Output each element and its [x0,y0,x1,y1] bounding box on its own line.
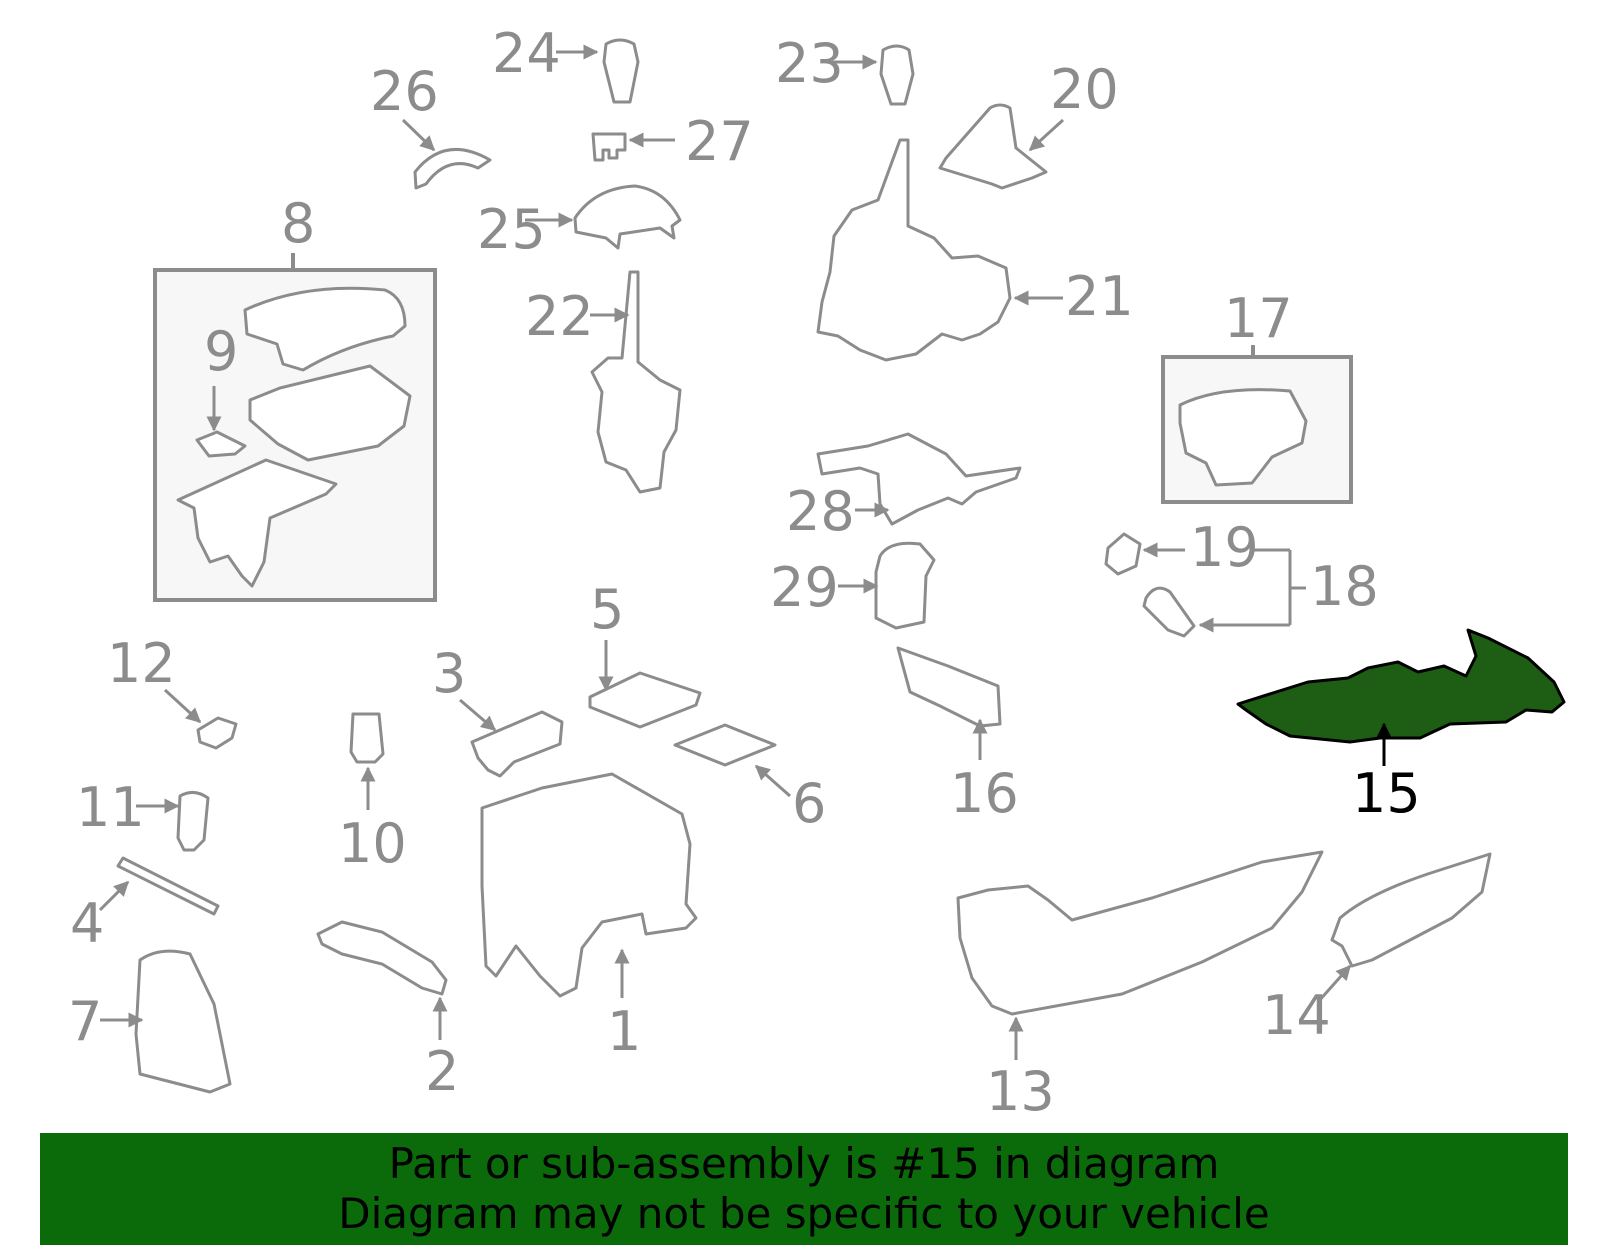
part-8-tray [248,364,412,462]
part-12-clip[interactable] [196,716,238,750]
callout-13: 13 [986,1060,1055,1123]
part-26-cover[interactable] [413,147,492,190]
part-16-panel[interactable] [896,646,1002,728]
part-8-base [176,458,338,588]
callout-5: 5 [590,578,624,641]
callout-18: 18 [1310,555,1379,618]
callout-6: 6 [792,772,826,835]
callout-24: 24 [492,22,561,85]
part-18-socket[interactable] [1142,586,1196,638]
part-17-cup-holder[interactable] [1178,388,1308,487]
callout-21: 21 [1065,265,1134,328]
part-24-shift-knob[interactable] [602,38,640,104]
part-15-console-tray[interactable] [1236,628,1566,744]
part-2-bracket[interactable] [316,920,448,996]
callout-10: 10 [338,812,407,875]
banner-line-1: Part or sub-assembly is #15 in diagram [388,1139,1220,1188]
callout-27: 27 [685,110,754,173]
callout-14: 14 [1262,984,1331,1047]
info-banner: Part or sub-assembly is #15 in diagram D… [40,1133,1568,1245]
callout-16: 16 [950,762,1019,825]
part-28-bracket[interactable] [816,432,1022,526]
part-27-clip[interactable] [591,132,627,162]
part-29-cover[interactable] [874,541,936,630]
callout-19: 19 [1190,516,1259,579]
part-5-frame[interactable] [588,671,702,729]
callout-26: 26 [370,60,439,123]
part-3-bracket[interactable] [470,710,564,778]
callout-20: 20 [1050,58,1119,121]
callout-29: 29 [770,556,839,619]
part-22-shifter-assembly[interactable] [590,270,682,494]
part-4-rod[interactable] [116,856,220,916]
callout-1: 1 [607,1000,641,1063]
callout-17: 17 [1224,287,1293,350]
callout-25: 25 [477,198,546,261]
callout-23: 23 [775,32,844,95]
part-14-side-panel[interactable] [1330,852,1492,968]
part-6-mat[interactable] [673,723,777,767]
callout-4: 4 [70,892,104,955]
banner-line-2: Diagram may not be specific to your vehi… [338,1189,1270,1238]
callout-11: 11 [76,776,145,839]
callout-28: 28 [786,480,855,543]
callout-8: 8 [281,192,315,255]
part-10-switch[interactable] [349,712,385,764]
part-8-armrest-lid [243,286,407,372]
callout-9: 9 [204,320,238,383]
callout-15-highlighted: 15 [1352,762,1421,825]
part-11-socket[interactable] [176,791,210,852]
part-1-console-box[interactable] [480,772,698,998]
part-21-shifter-mechanism[interactable] [816,138,1012,362]
callout-3: 3 [432,642,466,705]
part-9-bracket[interactable] [195,430,247,458]
callout-2: 2 [425,1040,459,1103]
part-13-console-cover[interactable] [956,850,1324,1016]
callout-22: 22 [525,285,594,348]
part-7-panel[interactable] [134,949,232,1094]
callout-7: 7 [68,990,102,1053]
callout-12: 12 [107,632,176,695]
part-19-socket[interactable] [1104,532,1142,576]
part-25-shift-cover[interactable] [573,184,682,250]
part-20-shift-boot[interactable] [938,103,1048,190]
part-23-shift-knob[interactable] [879,44,915,106]
